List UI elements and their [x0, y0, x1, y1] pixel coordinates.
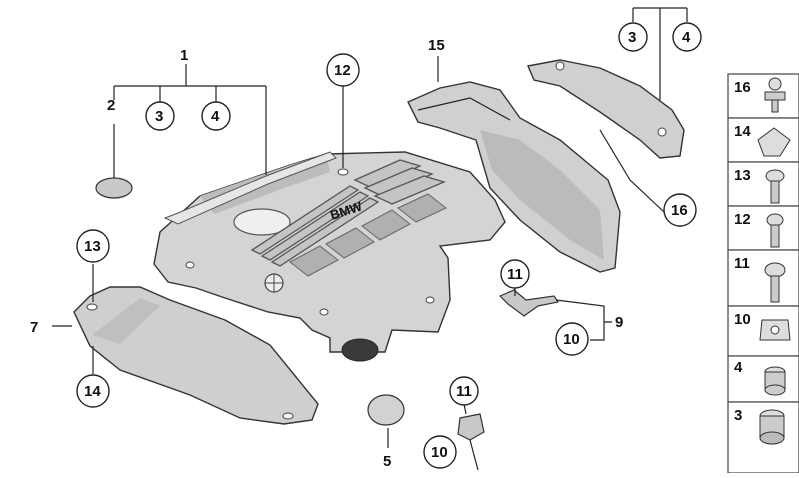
parts-legend: 16 14 13 12 — [727, 73, 799, 474]
svg-text:11: 11 — [734, 255, 750, 272]
callout-13: 13 — [76, 229, 110, 263]
engine-cover: BMW — [153, 151, 506, 362]
side-cover-panel — [73, 286, 319, 425]
svg-text:13: 13 — [84, 238, 101, 255]
svg-text:10: 10 — [563, 331, 580, 348]
svg-text:4: 4 — [211, 108, 220, 125]
legend-item: 16 — [727, 73, 799, 119]
svg-text:3: 3 — [628, 29, 636, 46]
callout-4-left: 4 — [201, 101, 231, 131]
round-cap-part — [367, 394, 405, 426]
cable-clip-icon — [757, 127, 791, 157]
clip-icon — [764, 77, 786, 113]
callout-1: 1 — [180, 47, 188, 64]
svg-text:12: 12 — [334, 62, 351, 79]
svg-text:12: 12 — [734, 211, 751, 228]
leader-lines — [52, 7, 688, 471]
callout-3-right: 3 — [618, 22, 648, 52]
clip-part — [457, 413, 485, 441]
legend-item: 12 — [727, 205, 799, 251]
bolt-icon — [766, 213, 784, 248]
svg-text:14: 14 — [84, 383, 101, 400]
grommet-icon — [759, 409, 785, 445]
svg-text:13: 13 — [734, 167, 751, 184]
legend-item: 11 — [727, 249, 799, 307]
callout-16: 16 — [663, 193, 697, 227]
svg-text:10: 10 — [734, 311, 751, 328]
svg-text:16: 16 — [671, 202, 688, 219]
callout-10-upper: 10 — [555, 322, 589, 356]
heat-shield — [407, 81, 621, 273]
screw-icon — [764, 262, 786, 303]
callout-2: 2 — [107, 97, 115, 114]
callout-15: 15 — [428, 37, 445, 54]
legend-item: 3 — [727, 401, 799, 474]
svg-text:3: 3 — [734, 407, 742, 424]
emblem-part — [95, 177, 133, 199]
callout-11-lower: 11 — [449, 376, 479, 406]
callout-4-right: 4 — [672, 22, 702, 52]
svg-text:11: 11 — [507, 266, 523, 283]
svg-text:10: 10 — [431, 444, 448, 461]
svg-text:11: 11 — [456, 383, 472, 400]
screw-icon — [765, 169, 785, 204]
callout-7: 7 — [30, 319, 38, 336]
legend-item: 4 — [727, 355, 799, 403]
legend-item: 13 — [727, 161, 799, 207]
nut-icon — [759, 319, 791, 341]
callout-14: 14 — [76, 374, 110, 408]
svg-text:4: 4 — [682, 29, 691, 46]
legend-item: 10 — [727, 305, 799, 357]
svg-text:14: 14 — [734, 123, 751, 140]
svg-text:16: 16 — [734, 79, 751, 96]
callout-5: 5 — [383, 453, 391, 470]
bracket-part — [498, 289, 559, 317]
svg-text:4: 4 — [734, 359, 743, 376]
svg-text:3: 3 — [155, 108, 163, 125]
callout-11-upper: 11 — [500, 259, 530, 289]
callout-10-lower: 10 — [423, 435, 457, 469]
top-cover-strip — [527, 59, 685, 159]
callout-12: 12 — [326, 53, 360, 87]
callout-3-left: 3 — [145, 101, 175, 131]
callout-9: 9 — [615, 314, 623, 331]
legend-item: 14 — [727, 117, 799, 163]
rubber-mount-icon — [764, 366, 786, 396]
